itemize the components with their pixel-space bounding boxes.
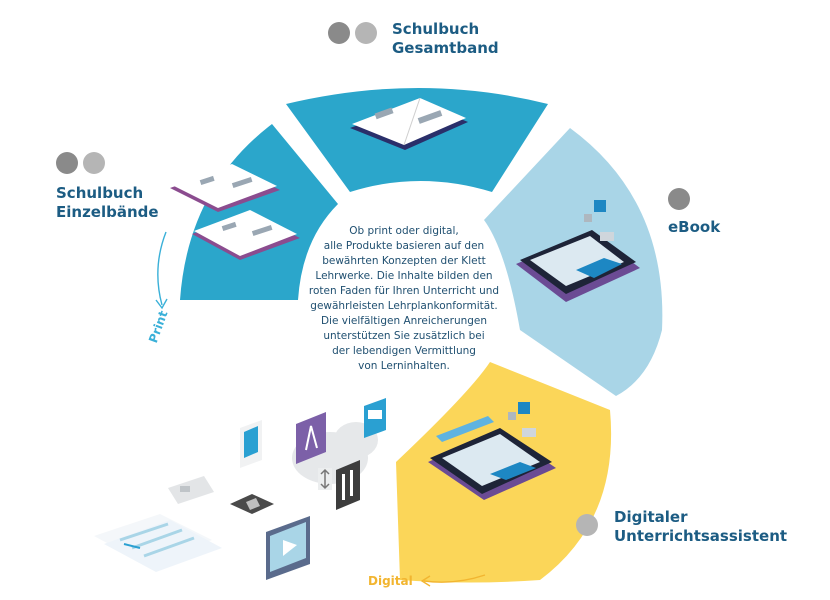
center-line: von Lerninhalten. [358, 360, 450, 372]
digital-arrow-head [420, 575, 431, 587]
group-icon [56, 152, 78, 174]
ebook-title: eBook [668, 218, 720, 237]
audio-icon [230, 494, 274, 514]
video-icon [266, 516, 310, 580]
open-book-icon [192, 210, 300, 260]
ebook-line1: eBook [668, 218, 721, 236]
teacher-board-icon [576, 514, 598, 536]
ebook-icons [668, 188, 690, 210]
arrows-icon [318, 468, 332, 490]
print-arrow-head [155, 298, 168, 310]
assistent-line2: Unterrichtsassistent [614, 527, 788, 545]
group-icon [668, 188, 690, 210]
center-line: Ob print oder digital, [349, 225, 459, 237]
einzelbaende-line1: Schulbuch [56, 184, 144, 202]
open-book-icon [170, 164, 280, 212]
digital-arrow [423, 574, 486, 583]
center-line: unterstützen Sie zusätzlich bei [323, 330, 485, 342]
center-line: Die vielfältigen Anreicherungen [320, 315, 488, 327]
teacher-board-icon [355, 22, 377, 44]
center-line: alle Produkte basieren auf den [323, 240, 485, 252]
assistent-title: Digitaler Unterrichtsassistent [614, 508, 787, 546]
assistent-icons [576, 514, 598, 536]
tools-icon [336, 460, 360, 510]
tablet-icon [516, 200, 640, 302]
center-line: gewährleisten Lehrplankonformität. [310, 300, 498, 312]
gesamtband-line1: Schulbuch [392, 20, 480, 38]
gesamtband-line2: Gesamtband [392, 39, 499, 57]
image-icon [240, 420, 262, 468]
center-line: Lehrwerke. Die Inhalte bilden den [315, 270, 493, 282]
group-icon [328, 22, 350, 44]
einzelbaende-icons [56, 152, 105, 174]
assistent-line1: Digitaler [614, 508, 688, 526]
worksheet-icon [94, 514, 222, 572]
center-line: bewährten Konzepten der Klett [322, 255, 486, 267]
center-description: Ob print oder digital, alle Produkte bas… [304, 224, 504, 374]
compass-icon [296, 412, 326, 464]
open-book-icon [350, 97, 468, 150]
einzelbaende-line2: Einzelbände [56, 203, 159, 221]
tablet-icon [428, 402, 556, 500]
einzelbaende-title: Schulbuch Einzelbände [56, 184, 159, 222]
gesamtband-title: Schulbuch Gesamtband [392, 20, 499, 58]
center-line: roten Faden für Ihren Unterricht und [308, 285, 500, 297]
gesamtband-icons [328, 22, 377, 44]
print-arrow [157, 231, 167, 306]
teacher-board-icon [83, 152, 105, 174]
digital-label: Digital [368, 574, 413, 588]
segment-einzelbaende [180, 124, 338, 300]
chat-icon [364, 398, 386, 438]
center-line: der lebendigen Vermittlung [332, 345, 476, 357]
text-card-icon [168, 476, 214, 504]
